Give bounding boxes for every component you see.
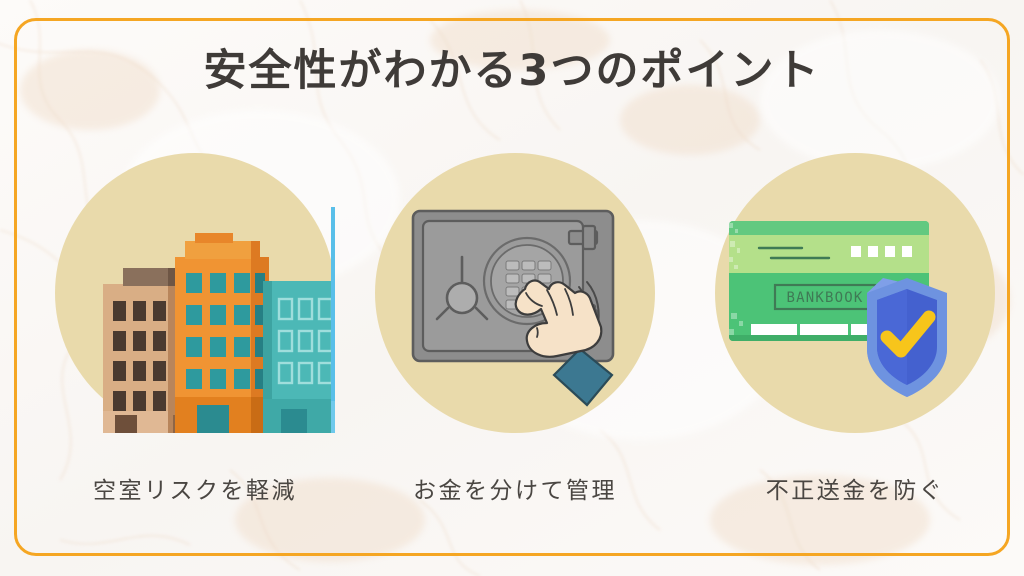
safe-with-hand-icon: [411, 209, 615, 407]
point-item-1: 空室リスクを軽減: [52, 153, 338, 505]
apartment-buildings-icon: [103, 207, 335, 433]
bankbook-label: BANKBOOK: [786, 290, 863, 306]
point-caption-2: お金を分けて管理: [413, 478, 617, 504]
icon-circle-1: [55, 153, 335, 433]
point-item-3: BANKBOOK: [712, 153, 998, 505]
point-item-2: お金を分けて管理: [372, 153, 658, 505]
icon-circle-2: [375, 153, 655, 433]
page-title: 安全性がわかる3つのポイント: [203, 46, 821, 96]
bankbook-shield-icon: BANKBOOK: [729, 221, 947, 397]
point-caption-3: 不正送金を防ぐ: [765, 478, 945, 504]
point-caption-1: 空室リスクを軽減: [93, 478, 297, 504]
icon-circle-3: BANKBOOK: [715, 153, 995, 433]
